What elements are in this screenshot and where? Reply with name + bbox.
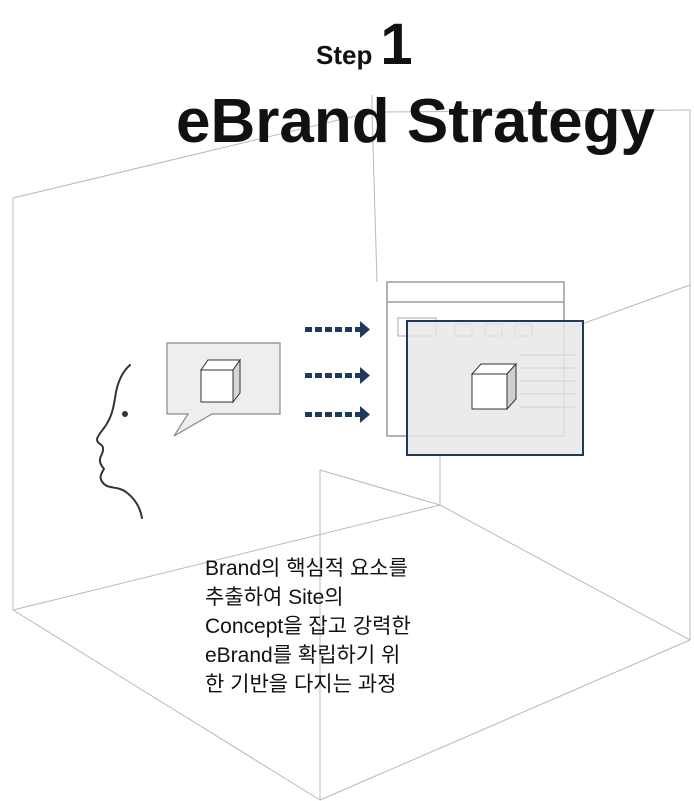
dotted-arrow-icon xyxy=(305,321,370,423)
description-line: 추출하여 Site의 xyxy=(205,586,344,609)
step-label: Step xyxy=(316,40,373,70)
step-heading: Step 1 xyxy=(316,14,413,74)
description-line: Concept을 잡고 강력한 xyxy=(205,615,411,638)
window-cube-icon xyxy=(470,362,518,411)
arrow-1 xyxy=(305,321,370,338)
page-title: eBrand Strategy xyxy=(176,87,655,156)
wireframe-box xyxy=(12,95,691,801)
arrow-3 xyxy=(305,406,370,423)
cube-icon xyxy=(200,358,241,404)
description: Brand의 핵심적 요소를 추출하여 Site의 Concept을 잡고 강력… xyxy=(205,554,495,699)
description-line: 한 기반을 다지는 과정 xyxy=(205,673,397,696)
step-number: 1 xyxy=(380,12,413,77)
head-profile-icon xyxy=(96,364,143,519)
arrow-2 xyxy=(305,367,370,384)
description-line: eBrand를 확립하기 위 xyxy=(205,644,401,667)
eye-icon xyxy=(122,411,128,417)
description-line: Brand의 핵심적 요소를 xyxy=(205,557,408,580)
